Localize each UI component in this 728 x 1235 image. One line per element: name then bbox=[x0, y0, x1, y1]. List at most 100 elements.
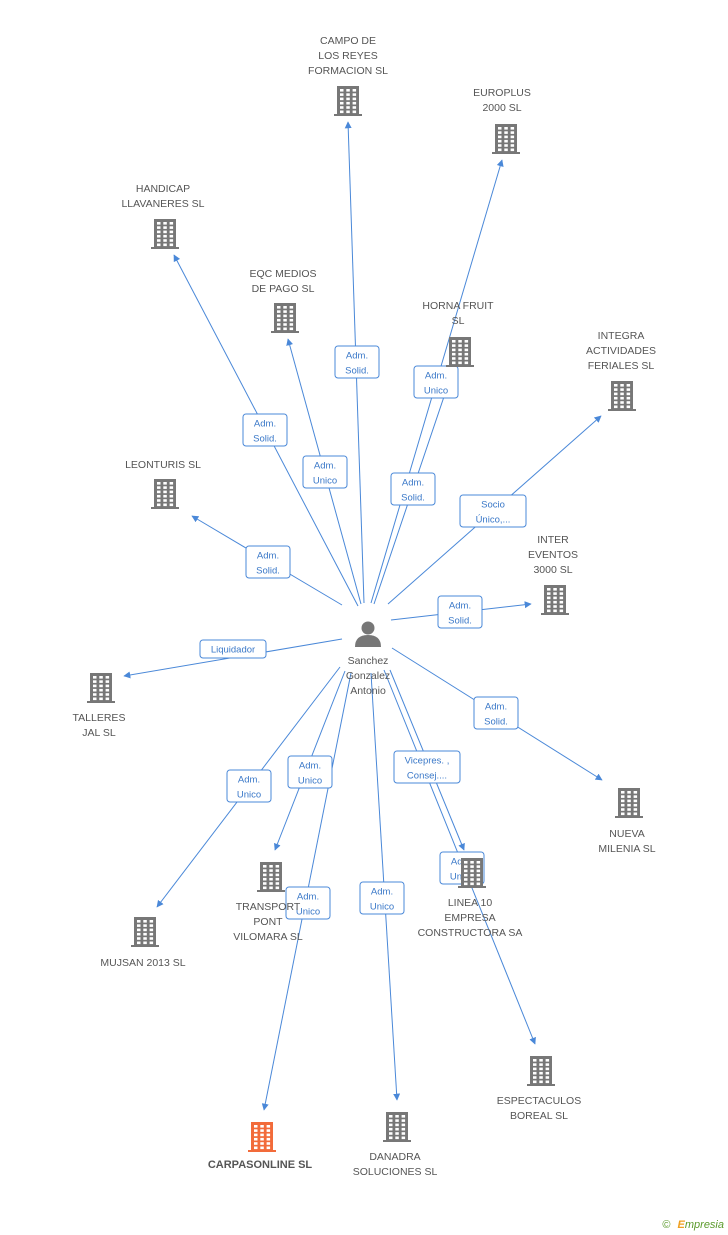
company-node-carpas[interactable]: CARPASONLINE SL bbox=[208, 1122, 313, 1171]
company-label: LEONTURIS SL bbox=[125, 459, 201, 471]
edge-label-text: Adm. bbox=[449, 601, 471, 612]
company-node-nueva[interactable]: NUEVA MILENIA SL bbox=[598, 788, 656, 855]
company-node-integra[interactable]: INTEGRA ACTIVIDADES FERIALES SL bbox=[586, 330, 656, 411]
edge-label-text: Solid. bbox=[345, 366, 369, 377]
edge-label-talleres[interactable]: Liquidador bbox=[199, 639, 267, 659]
company-label: ESPECTACULOS bbox=[497, 1095, 581, 1107]
edge-label-text: Unico bbox=[296, 907, 320, 918]
company-label: PONT bbox=[253, 916, 283, 928]
edge-label-danadra[interactable]: Adm.Unico bbox=[359, 881, 405, 915]
company-node-linea[interactable]: LINEA 10 EMPRESA CONSTRUCTORA SA bbox=[418, 858, 523, 939]
building-icon[interactable] bbox=[334, 86, 362, 116]
edge-label-text: Liquidador bbox=[211, 645, 255, 656]
company-label: LINEA 10 bbox=[448, 897, 493, 909]
company-label: LLAVANERES SL bbox=[121, 198, 204, 210]
building-icon[interactable] bbox=[151, 479, 179, 509]
edge-label-linea[interactable]: Vicepres. , Consej.... bbox=[393, 750, 461, 784]
building-icon[interactable] bbox=[131, 917, 159, 947]
company-label: CONSTRUCTORA SA bbox=[418, 927, 523, 939]
edge-label-text: Único,... bbox=[476, 515, 511, 526]
company-node-espectaculos[interactable]: ESPECTACULOS BOREAL SL bbox=[497, 1056, 581, 1122]
building-icon[interactable] bbox=[257, 862, 285, 892]
company-label: FORMACION SL bbox=[308, 65, 388, 77]
edge-label-text: Adm. bbox=[425, 371, 447, 382]
edge-label-integra[interactable]: SocioÚnico,... bbox=[459, 494, 527, 528]
building-icon[interactable] bbox=[492, 124, 520, 154]
building-icon[interactable] bbox=[446, 337, 474, 367]
edge-label-text: Solid. bbox=[253, 434, 277, 445]
edge-label-text: Adm. bbox=[299, 761, 321, 772]
edge-label-inter[interactable]: Adm. Solid. bbox=[437, 595, 483, 629]
building-icon[interactable] bbox=[151, 219, 179, 249]
edge-label-text: Solid. bbox=[401, 493, 425, 504]
company-label: DANADRA bbox=[369, 1151, 420, 1163]
company-label: SL bbox=[452, 315, 465, 327]
company-label: NUEVA bbox=[609, 828, 644, 840]
company-label: JAL SL bbox=[82, 727, 116, 739]
edge-label-text: Consej.... bbox=[407, 771, 447, 782]
building-icon[interactable] bbox=[615, 788, 643, 818]
building-icon[interactable] bbox=[608, 381, 636, 411]
company-label: VILOMARA SL bbox=[233, 931, 303, 943]
edge-label-europlus[interactable]: Adm.Solid. bbox=[390, 472, 436, 506]
edges-layer bbox=[123, 121, 603, 1111]
edge-label-eqc[interactable]: Adm. Unico bbox=[302, 455, 348, 489]
edge-label-horna[interactable]: Adm.Unico bbox=[413, 365, 459, 399]
company-label: MILENIA SL bbox=[598, 843, 655, 855]
brand-logo-text: mpresia bbox=[684, 1219, 724, 1231]
company-label: EMPRESA bbox=[444, 912, 495, 924]
edge-label-text: Solid. bbox=[448, 616, 472, 627]
building-icon[interactable] bbox=[458, 858, 486, 888]
company-label: MUJSAN 2013 SL bbox=[100, 957, 185, 969]
edge-label-carpas[interactable]: Adm.Unico bbox=[285, 886, 331, 920]
company-label: HANDICAP bbox=[136, 183, 190, 195]
edge-label-leonturis[interactable]: Adm. Solid. bbox=[245, 545, 291, 579]
company-node-leonturis[interactable]: LEONTURIS SL bbox=[125, 459, 201, 509]
edge-label-campo[interactable]: Adm.Solid. bbox=[334, 345, 380, 379]
edge-label-text: Solid. bbox=[256, 566, 280, 577]
company-label: ACTIVIDADES bbox=[586, 345, 656, 357]
edge-label-transport[interactable]: Adm. Unico bbox=[287, 755, 333, 789]
edge-label-text: Socio bbox=[481, 500, 505, 511]
company-label: FERIALES SL bbox=[588, 360, 655, 372]
company-label: INTEGRA bbox=[598, 330, 645, 342]
building-icon[interactable] bbox=[87, 673, 115, 703]
person-label: Antonio bbox=[350, 685, 386, 697]
company-label: EUROPLUS bbox=[473, 87, 531, 99]
brand-logo-initial: E bbox=[677, 1219, 685, 1231]
company-node-handicap[interactable]: HANDICAP LLAVANERES SL bbox=[121, 183, 205, 249]
edge-label-handicap[interactable]: Adm.Solid. bbox=[242, 413, 288, 447]
building-icon[interactable] bbox=[541, 585, 569, 615]
company-node-horna[interactable]: HORNA FRUIT SL bbox=[422, 300, 494, 367]
building-icon[interactable] bbox=[383, 1112, 411, 1142]
company-label: HORNA FRUIT bbox=[422, 300, 494, 312]
edge-label-text: Solid. bbox=[484, 717, 508, 728]
company-label: BOREAL SL bbox=[510, 1110, 568, 1122]
edge-label-text: Unico bbox=[313, 476, 337, 487]
company-label: DE PAGO SL bbox=[252, 283, 315, 295]
building-icon[interactable] bbox=[248, 1122, 276, 1152]
company-label: 3000 SL bbox=[533, 564, 572, 576]
person-icon[interactable] bbox=[355, 621, 381, 648]
edge-label-text: Adm. bbox=[314, 461, 336, 472]
edge-label-nueva[interactable]: Adm.Solid. bbox=[473, 696, 519, 730]
copyright-symbol: © bbox=[662, 1219, 671, 1231]
edge-label-text: Vicepres. , bbox=[405, 756, 450, 767]
edge-label-text: Unico bbox=[298, 776, 322, 787]
edge-label-mujsan[interactable]: Adm.Unico bbox=[226, 769, 272, 803]
footer-brand[interactable]: © Empresia bbox=[662, 1219, 724, 1231]
building-icon[interactable] bbox=[527, 1056, 555, 1086]
company-node-mujsan[interactable]: MUJSAN 2013 SL bbox=[100, 917, 186, 969]
edge-label-text: Adm. bbox=[257, 551, 279, 562]
building-icon[interactable] bbox=[271, 303, 299, 333]
